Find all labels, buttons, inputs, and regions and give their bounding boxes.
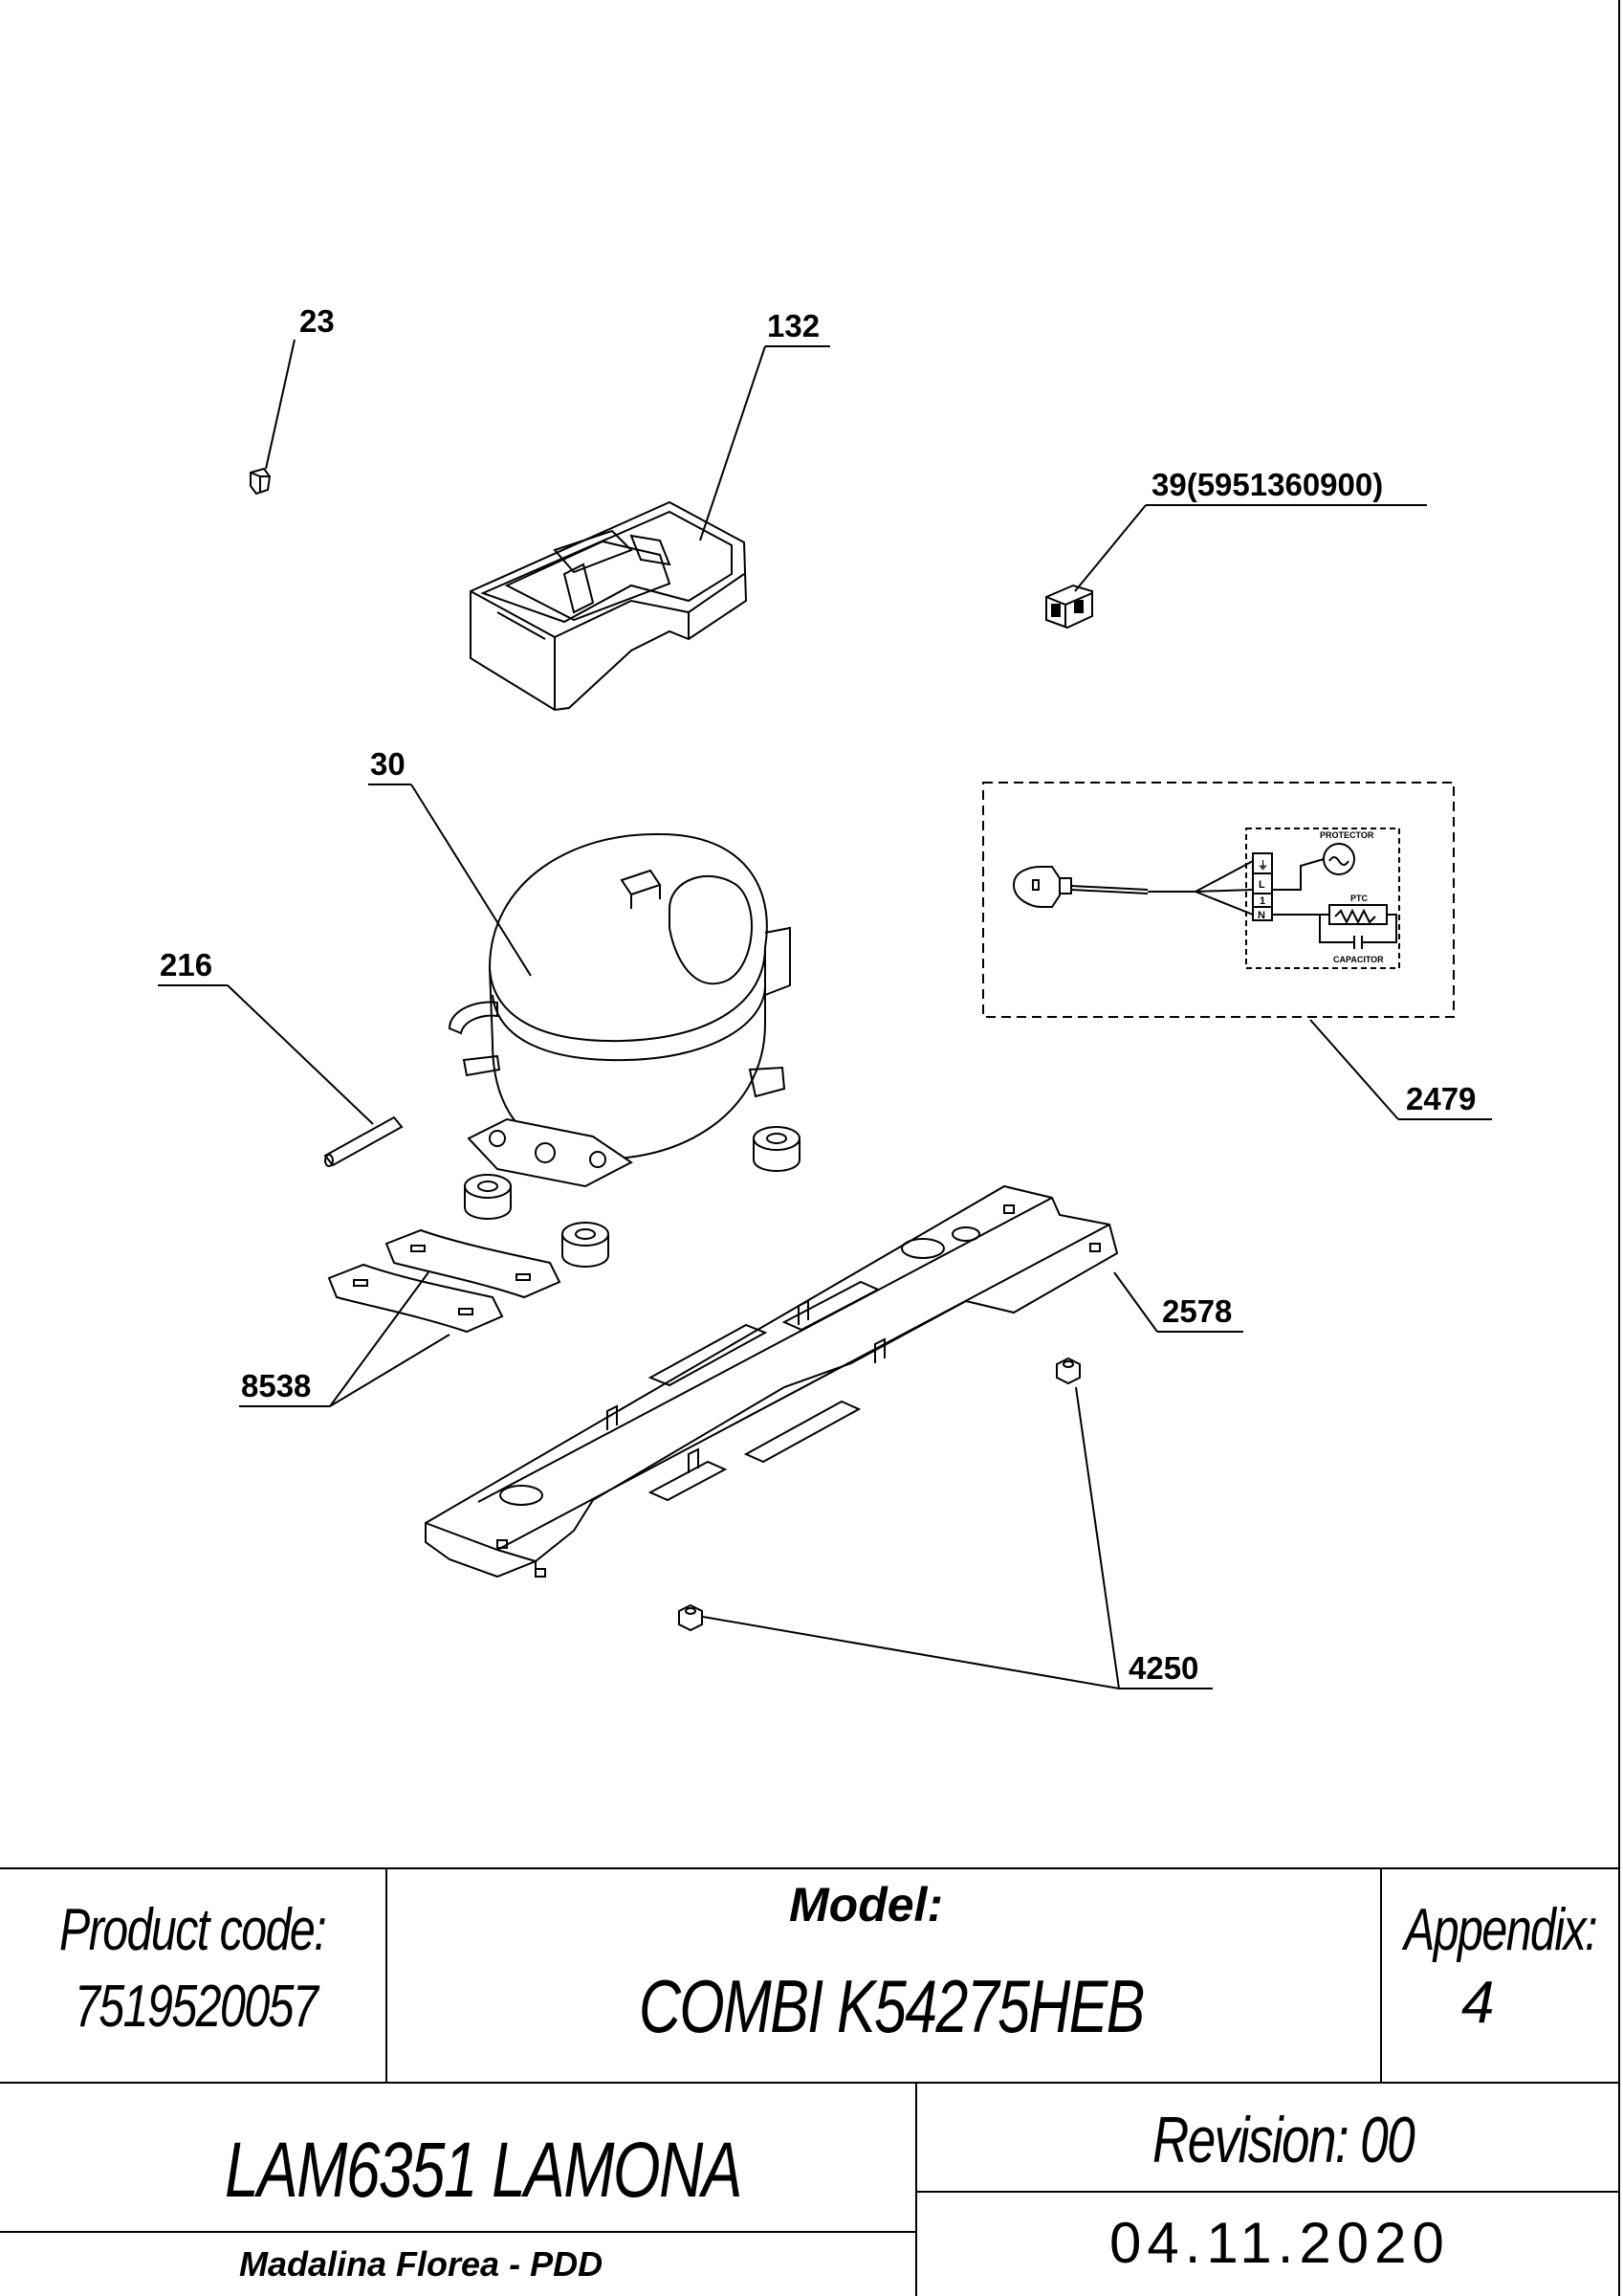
part-23-clip: [250, 467, 272, 496]
part-132-cover-box: [470, 500, 748, 712]
svg-text:132: 132: [767, 308, 820, 343]
callout-23: 23: [265, 303, 335, 470]
callout-2578: 2578: [1113, 1271, 1243, 1333]
appendix-label: Appendix:: [1404, 1897, 1598, 1963]
revision-date: 04.11.2020: [1109, 2211, 1450, 2275]
part-8538-strips: [327, 1228, 561, 1334]
svg-text:2479: 2479: [1406, 1081, 1476, 1116]
svg-text:PTC: PTC: [1350, 894, 1369, 903]
part-2578-base-plate: [425, 1184, 1119, 1578]
svg-text:PROTECTOR: PROTECTOR: [1320, 830, 1374, 840]
svg-text:39(5951360900): 39(5951360900): [1151, 467, 1383, 502]
brand-title: LAM6351 LAMONA: [225, 2127, 742, 2214]
revision-label: Revision: 00: [1152, 2104, 1415, 2176]
part-4250-nuts: [678, 1357, 1081, 1632]
title-block-divider: [385, 1867, 387, 2084]
part-39-relay: [1045, 584, 1093, 629]
svg-text:8538: 8538: [241, 1368, 311, 1403]
model-label: Model:: [789, 1878, 944, 1932]
callout-2479: 2479: [1309, 1019, 1492, 1120]
svg-text:L: L: [1259, 879, 1265, 891]
svg-text:4250: 4250: [1129, 1650, 1198, 1686]
part-30-compressor: [448, 832, 791, 1188]
title-block-divider: [915, 2082, 917, 2296]
part-216-tube: [323, 1115, 404, 1167]
svg-text:⏚: ⏚: [1258, 859, 1268, 872]
svg-text:23: 23: [299, 303, 335, 339]
title-block-top-border: [0, 1867, 1620, 1869]
title-block-divider: [1380, 1867, 1382, 2084]
svg-text:1: 1: [1260, 895, 1265, 907]
svg-text:2578: 2578: [1162, 1293, 1232, 1329]
callout-39: 39(5951360900): [1074, 467, 1427, 592]
exploded-parts-diagram: 23 132: [158, 303, 1492, 1689]
svg-text:CAPACITOR: CAPACITOR: [1333, 955, 1384, 964]
model-value: COMBI K54275HEB: [639, 1964, 1145, 2048]
title-block-divider: [0, 2082, 1620, 2084]
author: Madalina Florea - PDD: [239, 2244, 603, 2284]
part-2479-wiring-harness: PROTECTOR PTC CAPACITOR ⏚ L 1 N: [982, 782, 1455, 1018]
title-block-divider: [0, 2231, 915, 2233]
callout-30: 30: [368, 746, 532, 977]
svg-text:N: N: [1258, 910, 1265, 921]
callout-216: 216: [158, 947, 374, 1125]
callout-4250: 4250: [702, 1386, 1213, 1689]
callout-8538: 8538: [239, 1271, 450, 1407]
title-block-divider: [915, 2191, 1620, 2193]
svg-text:216: 216: [160, 947, 212, 982]
callout-132: 132: [699, 308, 830, 541]
title-block: Product code: 7519520057 Model: COMBI K5…: [0, 1867, 1620, 2296]
product-code-label: Product code:: [59, 1897, 327, 1963]
grommet-parts: [464, 1126, 801, 1268]
svg-text:30: 30: [370, 746, 406, 782]
appendix-value: 4: [1461, 1970, 1495, 2036]
product-code-value: 7519520057: [75, 1974, 318, 2040]
